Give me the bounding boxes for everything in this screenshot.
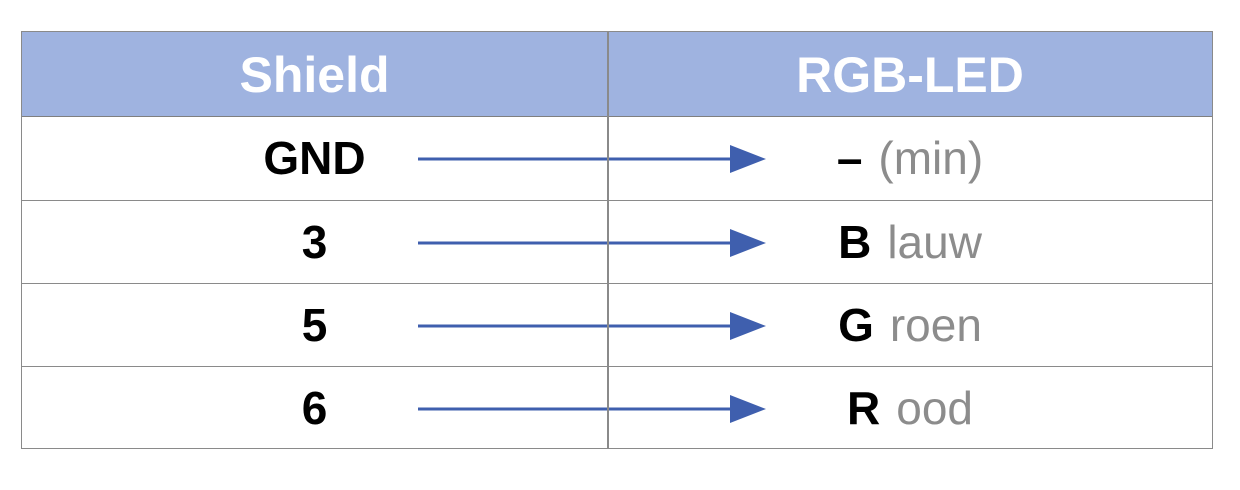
pin-mapping-table: Shield RGB-LED GND – (min) 3 B lauw 5 bbox=[21, 31, 1213, 449]
led-terminal: – (min) bbox=[608, 117, 1212, 199]
right-arrow-icon bbox=[418, 395, 766, 423]
column-divider bbox=[607, 32, 609, 448]
right-arrow-icon bbox=[418, 145, 766, 173]
led-terminal-suffix: ood bbox=[896, 382, 973, 434]
led-terminal-key: – bbox=[836, 132, 863, 184]
led-terminal: G roen bbox=[608, 284, 1212, 366]
led-terminal-key: G bbox=[838, 299, 874, 351]
shield-pin: 3 bbox=[301, 216, 328, 268]
shield-pin: 6 bbox=[301, 382, 328, 434]
shield-pin: GND bbox=[263, 132, 366, 184]
right-arrow-icon bbox=[418, 312, 766, 340]
table-header: Shield RGB-LED bbox=[22, 32, 1212, 117]
led-terminal: R ood bbox=[608, 367, 1212, 449]
led-terminal-key: R bbox=[847, 382, 881, 434]
led-terminal: B lauw bbox=[608, 201, 1212, 283]
table-row: 5 G roen bbox=[22, 283, 1212, 367]
right-arrow-icon bbox=[418, 229, 766, 257]
table-row: GND – (min) bbox=[22, 117, 1212, 201]
table-row: 6 R ood bbox=[22, 366, 1212, 450]
shield-pin: 5 bbox=[301, 299, 328, 351]
led-terminal-suffix: lauw bbox=[887, 216, 982, 268]
led-terminal-suffix: roen bbox=[889, 299, 982, 351]
led-terminal-suffix: (min) bbox=[878, 132, 984, 184]
header-shield: Shield bbox=[239, 46, 390, 103]
table-row: 3 B lauw bbox=[22, 200, 1212, 284]
led-terminal-key: B bbox=[838, 216, 872, 268]
header-rgb-led: RGB-LED bbox=[796, 46, 1024, 103]
